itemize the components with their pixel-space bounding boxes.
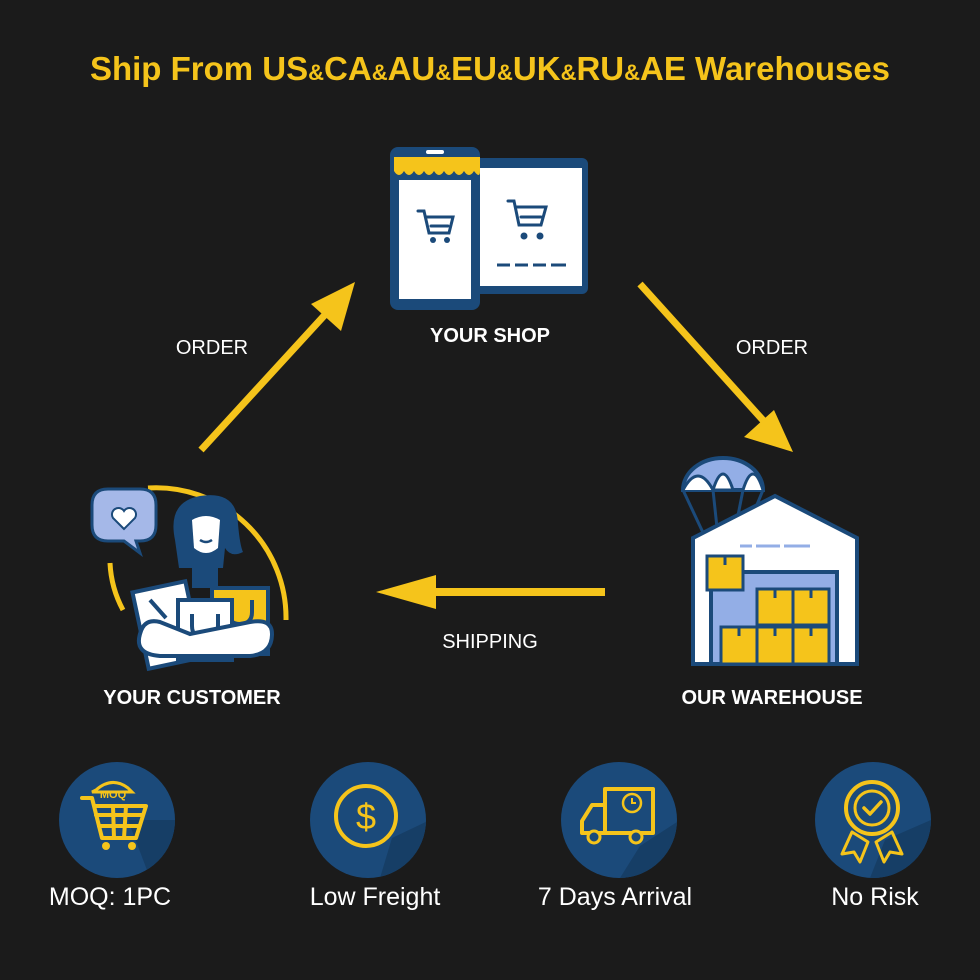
- moq-cart-icon: MOQ: [59, 762, 175, 878]
- svg-text:$: $: [356, 796, 376, 837]
- feature-label-7-days-arrival: 7 Days Arrival: [537, 883, 693, 911]
- node-label-warehouse: OUR WAREHOUSE: [681, 687, 863, 709]
- moq-badge-text: MOQ: [100, 789, 127, 801]
- feature-label-low-freight: Low Freight: [309, 883, 441, 911]
- dollar-coin-icon: $: [310, 762, 426, 878]
- arrow-customer-to-shop: [198, 282, 355, 453]
- node-label-shop: YOUR SHOP: [429, 325, 551, 347]
- arrow-shop-to-warehouse: [637, 281, 793, 452]
- arrow-warehouse-to-customer: [376, 575, 605, 609]
- warehouse-icon: [680, 456, 859, 666]
- delivery-truck-icon: [561, 762, 677, 878]
- edge-label-order-right: ORDER: [735, 337, 809, 359]
- quality-badge-icon: [815, 762, 931, 878]
- page-title: Ship From US&CA&AU&EU&UK&RU&AE Warehouse…: [89, 50, 891, 87]
- customer-icon: [90, 485, 289, 672]
- edge-label-shipping: SHIPPING: [442, 631, 538, 653]
- feature-label-moq: MOQ: 1PC: [48, 883, 172, 911]
- node-label-customer: YOUR CUSTOMER: [103, 687, 281, 709]
- feature-label-no-risk: No Risk: [831, 883, 919, 911]
- edge-label-order-left: ORDER: [175, 337, 249, 359]
- shop-icon: [390, 147, 588, 310]
